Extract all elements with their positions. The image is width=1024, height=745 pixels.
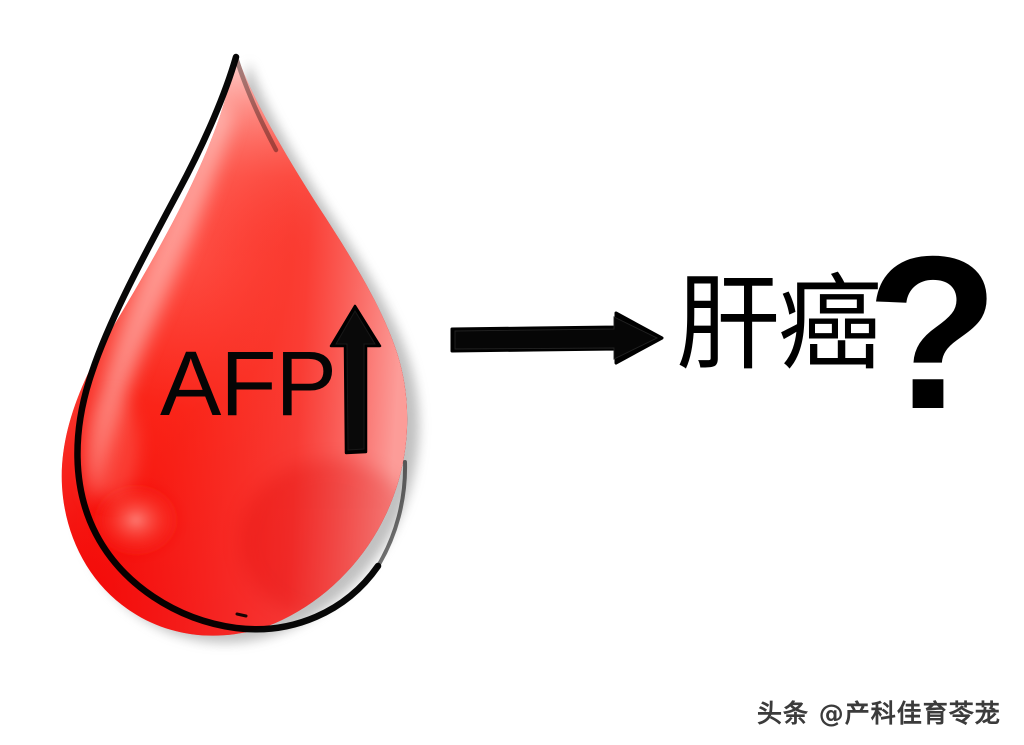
diagnosis-text: 肝癌	[676, 263, 882, 385]
question-mark: ?	[866, 212, 1000, 455]
droplet-outline	[74, 53, 408, 633]
arrow-up-icon	[329, 304, 382, 455]
watermark: 头条 @产科佳育苓茏	[757, 699, 1001, 728]
afp-label: AFP	[160, 333, 337, 435]
arrow-right-icon	[450, 311, 664, 365]
